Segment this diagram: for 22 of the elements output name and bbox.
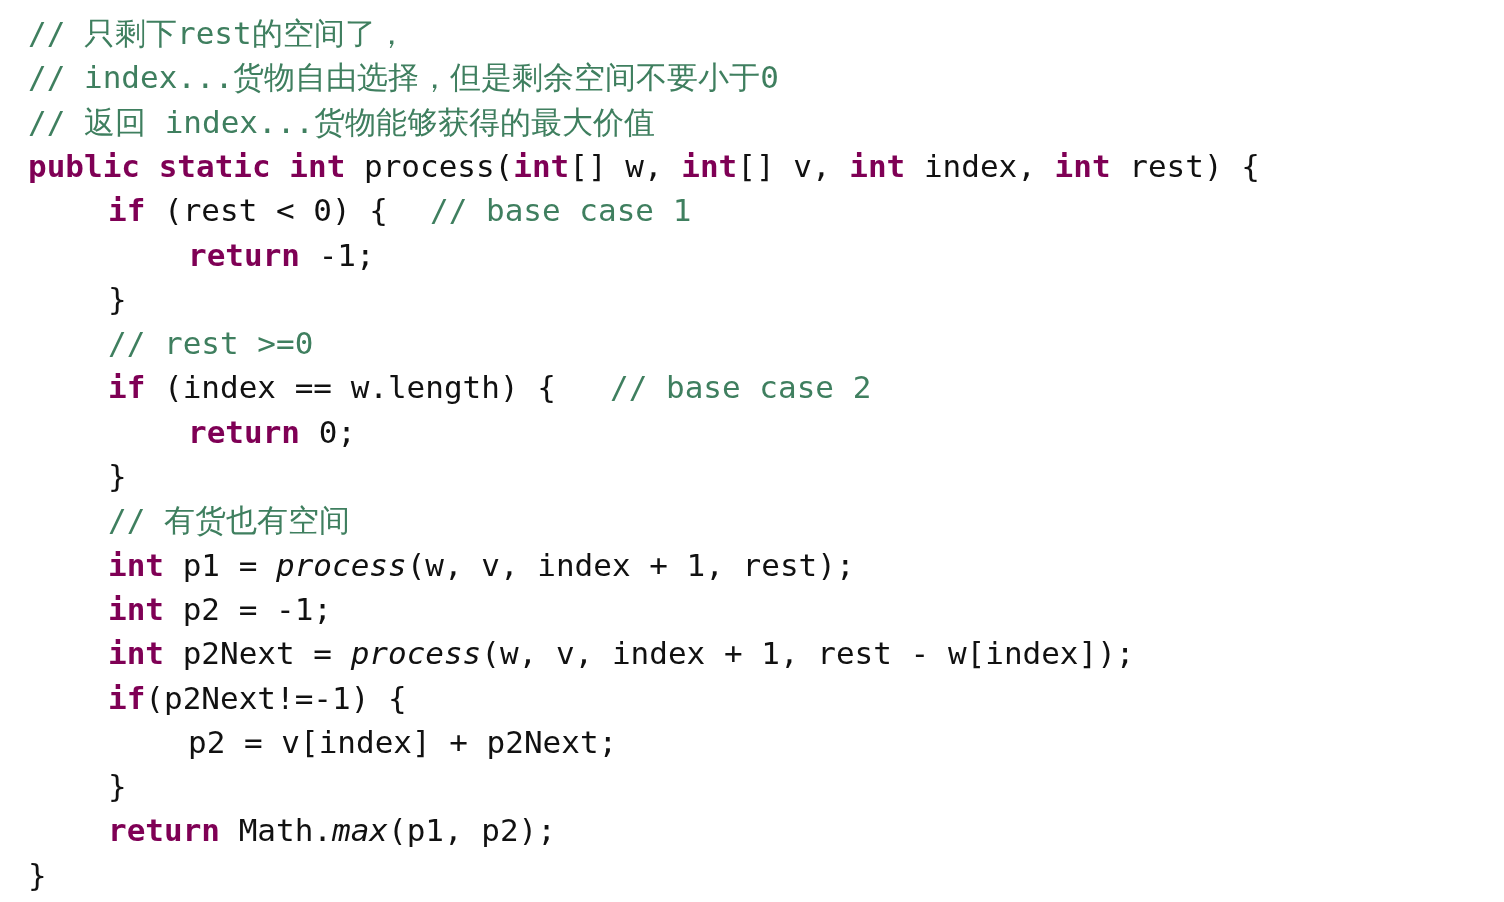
code-line: p2 = v[index] + p2Next; xyxy=(188,722,618,762)
code-line: if (rest < 0) { xyxy=(108,191,388,231)
code-comment: // rest >=0 xyxy=(108,324,314,364)
code-comment: // base case 2 xyxy=(610,368,872,408)
code-line: return -1; xyxy=(188,235,375,275)
code-comment: // 有货也有空间 xyxy=(108,501,350,541)
code-comment: // 只剩下rest的空间了， xyxy=(28,14,407,53)
code-line: } xyxy=(108,279,127,319)
code-line: int p2Next = process(w, v, index + 1, rest - w[index]); xyxy=(108,634,1135,674)
code-line: return 0; xyxy=(188,412,356,452)
code-line: int p1 = process(w, v, index + 1, rest); xyxy=(108,545,855,585)
code-line: } xyxy=(108,457,127,496)
code-comment: // 返回 index...货物能够获得的最大价值 xyxy=(28,102,655,142)
code-line: int p2 = -1; xyxy=(108,589,332,629)
code-line: return Math.max(p1, p2); xyxy=(108,811,556,851)
code-line: } xyxy=(108,767,127,807)
code-line: } xyxy=(28,855,47,895)
code-comment: // base case 1 xyxy=(430,191,692,231)
code-line: if(p2Next!=-1) { xyxy=(108,678,407,718)
code-line: if (index == w.length) { xyxy=(108,368,556,408)
code-line: public static int process(int[] w, int[] v, int index, int rest) { xyxy=(28,146,1260,186)
code-comment: // index...货物自由选择，但是剩余空间不要小于0 xyxy=(28,58,779,98)
